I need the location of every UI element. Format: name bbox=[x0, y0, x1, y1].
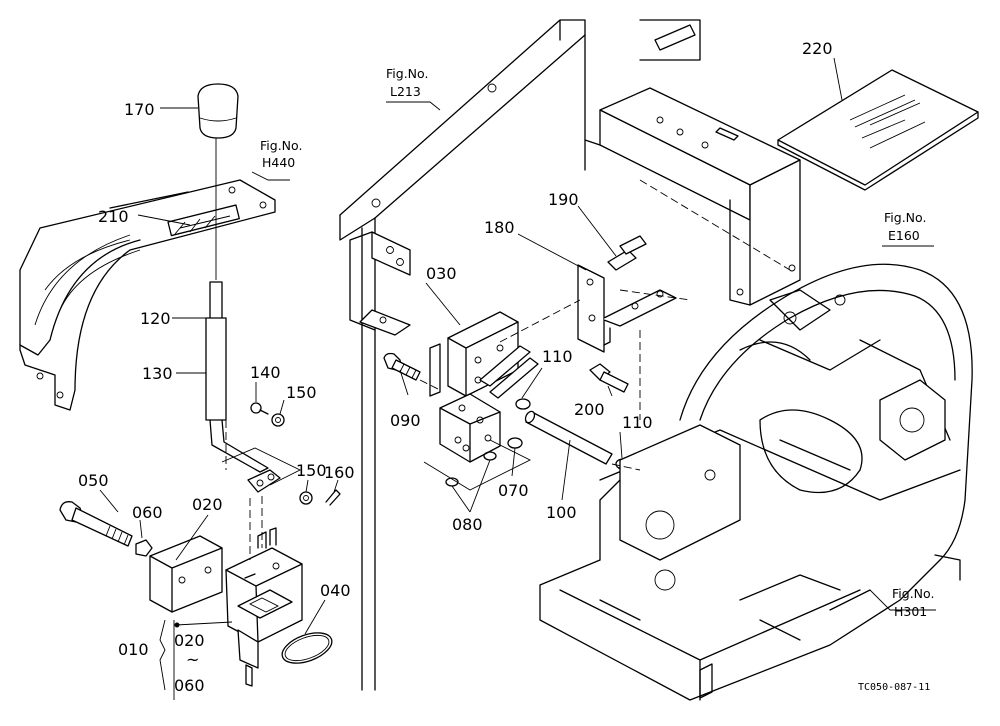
label-220: 220 bbox=[802, 39, 833, 58]
label-140: 140 bbox=[250, 363, 281, 382]
label-020-range: 020 bbox=[174, 631, 205, 650]
valve-block-030 bbox=[429, 311, 539, 399]
transmission-case bbox=[539, 263, 973, 701]
pipe-100 bbox=[515, 398, 631, 470]
drawing-code: TC050-087-11 bbox=[858, 682, 930, 693]
leader-lines bbox=[99, 57, 936, 700]
fig-h440-number: H440 bbox=[262, 155, 295, 170]
end-plate-020 bbox=[149, 535, 223, 613]
manifold-block bbox=[439, 393, 501, 463]
fig-h301-number: H301 bbox=[894, 604, 927, 619]
o-ring-040 bbox=[281, 632, 333, 664]
label-030: 030 bbox=[426, 264, 457, 283]
o-rings-080-070 bbox=[423, 437, 532, 491]
label-210: 210 bbox=[98, 207, 129, 226]
bolt-050 bbox=[59, 501, 153, 557]
fig-h440-prefix: Fig.No. bbox=[260, 138, 302, 153]
pin-parts bbox=[250, 402, 341, 506]
fitting-200 bbox=[589, 363, 629, 393]
label-190: 190 bbox=[548, 190, 579, 209]
label-110-right: 110 bbox=[622, 413, 653, 432]
label-200: 200 bbox=[574, 400, 605, 419]
label-120: 120 bbox=[140, 309, 171, 328]
label-060: 060 bbox=[132, 503, 163, 522]
bracket-180 bbox=[577, 264, 677, 353]
label-tilde: ~ bbox=[186, 650, 199, 669]
control-valve bbox=[225, 527, 303, 687]
label-070: 070 bbox=[498, 481, 529, 500]
label-050: 050 bbox=[78, 471, 109, 490]
manual-book bbox=[777, 69, 979, 191]
label-150-top: 150 bbox=[286, 383, 317, 402]
lever-guide-plate bbox=[19, 179, 276, 411]
label-180: 180 bbox=[484, 218, 515, 237]
fig-l213-prefix: Fig.No. bbox=[386, 66, 428, 81]
label-170: 170 bbox=[124, 100, 155, 119]
shift-lever bbox=[205, 281, 302, 493]
label-100: 100 bbox=[546, 503, 577, 522]
label-060-range: 060 bbox=[174, 676, 205, 695]
bracket-left bbox=[349, 231, 411, 336]
fitting-190 bbox=[607, 235, 647, 271]
part-labels: 170 210 120 130 140 150 150 160 050 060 … bbox=[78, 39, 833, 695]
label-010: 010 bbox=[118, 640, 149, 659]
label-020: 020 bbox=[192, 495, 223, 514]
label-040: 040 bbox=[320, 581, 351, 600]
label-110-left: 110 bbox=[542, 347, 573, 366]
fig-h301-prefix: Fig.No. bbox=[892, 586, 934, 601]
dashed-lines bbox=[225, 179, 791, 560]
label-090: 090 bbox=[390, 411, 421, 430]
label-160: 160 bbox=[324, 463, 355, 482]
fig-e160-prefix: Fig.No. bbox=[884, 210, 926, 225]
frame-plate bbox=[339, 19, 586, 691]
lever-knob bbox=[197, 83, 239, 280]
label-130: 130 bbox=[142, 364, 173, 383]
label-080: 080 bbox=[452, 515, 483, 534]
figure-references: Fig.No. H440 Fig.No. L213 Fig.No. E160 F… bbox=[260, 66, 934, 619]
fig-e160-number: E160 bbox=[888, 228, 920, 243]
fig-l213-number: L213 bbox=[390, 84, 421, 99]
label-150-bottom: 150 bbox=[296, 461, 327, 480]
